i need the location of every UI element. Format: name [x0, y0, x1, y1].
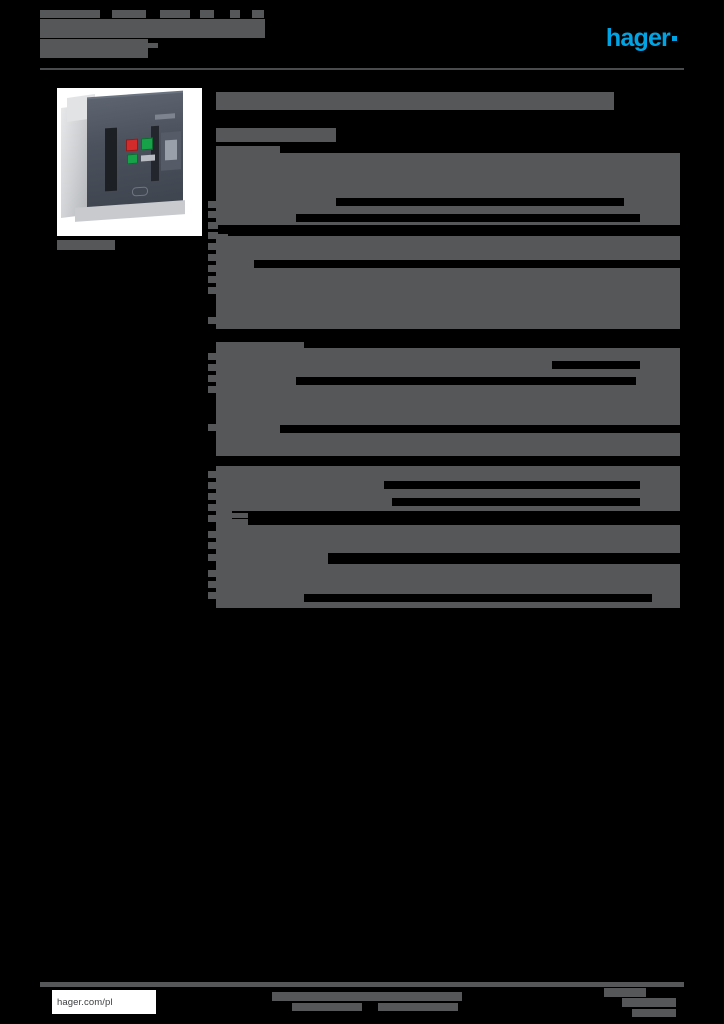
- header-divider: [40, 68, 684, 70]
- breaker-vent-slot-left: [105, 127, 117, 192]
- title-fragment: [230, 10, 240, 18]
- row-tick: [208, 364, 218, 371]
- document-title-redacted: [40, 10, 470, 58]
- hager-wordmark: hager: [605, 23, 671, 52]
- row-tick: [208, 592, 218, 599]
- row-tick: [208, 232, 218, 239]
- title-line-2-tail: [148, 43, 158, 48]
- table-tab-1: [216, 146, 280, 156]
- row-tick: [208, 254, 218, 261]
- spec-table-3: [216, 466, 680, 608]
- table-row: [254, 260, 680, 268]
- breaker-vent-slot-right: [151, 125, 159, 182]
- product-caption-redacted: [57, 240, 115, 250]
- table-cell: [268, 553, 306, 559]
- footer-center-redacted: [292, 1003, 362, 1011]
- row-tick: [208, 482, 218, 489]
- title-fragment: [160, 10, 190, 18]
- row-tick: [208, 554, 218, 561]
- table-row: [228, 231, 680, 236]
- page-header: [40, 10, 684, 72]
- breaker-on-button-green: [141, 137, 153, 151]
- footer-right-redacted: [632, 1009, 676, 1017]
- footer-url-text: hager.com/pl: [57, 996, 113, 1008]
- row-tick: [208, 375, 218, 382]
- breaker-handle: [132, 186, 148, 197]
- row-tick: [208, 386, 218, 393]
- table-row: [248, 519, 680, 525]
- title-line-2: [40, 39, 148, 58]
- title-fragment: [200, 10, 214, 18]
- row-tick: [208, 471, 218, 478]
- row-tick: [208, 493, 218, 500]
- row-tick: [208, 211, 218, 218]
- table-tab-2: [216, 341, 304, 351]
- table-row: [384, 481, 640, 489]
- footer-center-redacted: [272, 992, 462, 1001]
- row-tick: [208, 542, 218, 549]
- title-fragment: [252, 10, 264, 18]
- breaker-reset-button-green: [127, 153, 138, 165]
- title-line-1: [40, 19, 265, 38]
- row-tick: [208, 222, 218, 229]
- row-tick: [208, 265, 218, 272]
- title-fragment: [112, 10, 146, 18]
- product-figure: [57, 88, 202, 250]
- row-tick: [208, 317, 218, 324]
- table-block-gap: [216, 329, 680, 342]
- air-circuit-breaker-photo: [57, 88, 202, 236]
- spec-table-1: [216, 153, 680, 329]
- table-cell: [232, 513, 248, 518]
- section-title-redacted: [216, 92, 614, 110]
- table-row: [296, 214, 640, 222]
- row-tick: [208, 243, 218, 250]
- footer-divider: [40, 982, 684, 987]
- footer-url-box[interactable]: hager.com/pl: [52, 990, 156, 1014]
- row-tick: [208, 515, 218, 522]
- footer-right-redacted: [604, 988, 646, 997]
- section-subtitle-redacted: [216, 128, 336, 142]
- breaker-off-button-red: [126, 138, 138, 152]
- table-row: [552, 361, 640, 369]
- row-tick: [208, 201, 218, 208]
- row-tick: [208, 504, 218, 511]
- row-tick: [208, 570, 218, 577]
- row-tick: [208, 581, 218, 588]
- row-tick: [208, 276, 218, 283]
- table-row: [216, 225, 680, 234]
- table-row: [392, 498, 640, 506]
- title-fragment: [40, 10, 100, 18]
- table-block-gap: [216, 456, 680, 468]
- row-tick: [208, 287, 218, 294]
- table-row: [328, 553, 680, 564]
- footer-center-redacted: [378, 1003, 458, 1011]
- table-row: [232, 511, 680, 519]
- table-row: [336, 198, 624, 206]
- row-tick: [208, 424, 218, 431]
- hager-logo[interactable]: hager: [592, 25, 677, 51]
- table-cell: [240, 553, 258, 559]
- table-row: [280, 425, 680, 433]
- hager-logo-square: [672, 35, 677, 41]
- breaker-status-label: [141, 154, 155, 162]
- row-tick: [208, 531, 218, 538]
- row-tick: [208, 353, 218, 360]
- table-row: [296, 377, 636, 385]
- breaker-trip-unit-display: [165, 139, 177, 161]
- footer-right-redacted: [622, 998, 676, 1007]
- table-row: [304, 594, 652, 602]
